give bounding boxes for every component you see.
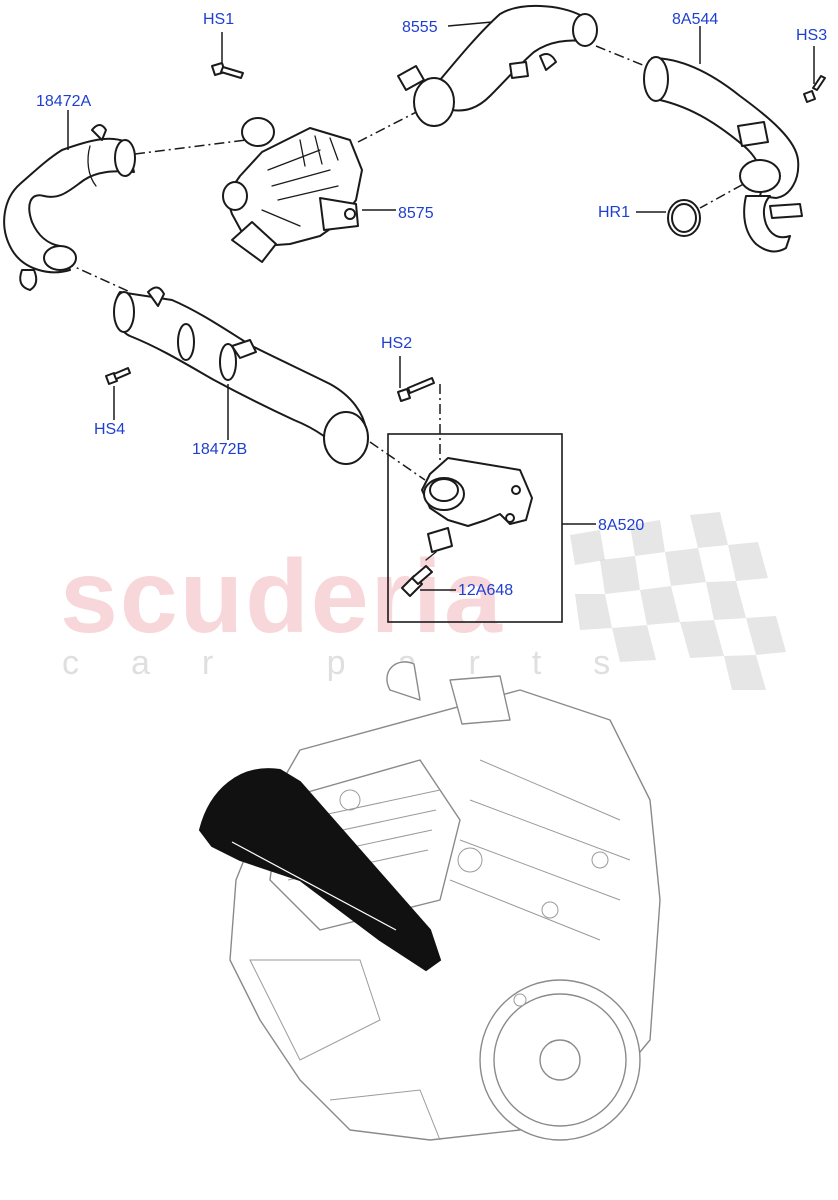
pipe-8555 bbox=[397, 5, 598, 127]
pipe-8a544 bbox=[643, 56, 803, 253]
outlet-8a520 bbox=[421, 457, 533, 553]
callout-8575: 8575 bbox=[398, 205, 434, 222]
callout-8a520: 8A520 bbox=[598, 517, 645, 534]
callout-8a544: 8A544 bbox=[672, 11, 719, 28]
callout-hs4: HS4 bbox=[94, 421, 126, 438]
bolt-hs4 bbox=[105, 367, 131, 385]
callout-hs2: HS2 bbox=[381, 335, 413, 352]
bolt-hs1 bbox=[211, 62, 244, 79]
callout-18472a: 18472A bbox=[36, 93, 92, 110]
thermostat-housing-8575 bbox=[222, 117, 363, 263]
hose-18472b bbox=[113, 286, 369, 465]
callout-18472b: 18472B bbox=[192, 441, 248, 458]
bolt-hs3 bbox=[803, 75, 826, 103]
callout-12a648: 12A648 bbox=[458, 582, 514, 599]
callout-leaders bbox=[67, 21, 815, 591]
watermark-tagline: car parts bbox=[62, 644, 663, 682]
hose-18472a bbox=[3, 124, 136, 291]
callout-hr1: HR1 bbox=[598, 204, 631, 221]
watermark-flag-icon bbox=[570, 512, 786, 690]
callout-hs3: HS3 bbox=[796, 27, 828, 44]
engine-illustration bbox=[198, 661, 661, 1141]
assembly-frame-8a520 bbox=[387, 433, 563, 623]
assembly-lines bbox=[63, 45, 761, 481]
bolt-hs2 bbox=[397, 377, 435, 402]
sensor-12a648 bbox=[401, 551, 437, 597]
callout-hs1: HS1 bbox=[203, 11, 235, 28]
oring-hr1 bbox=[667, 199, 701, 237]
callout-8555: 8555 bbox=[402, 19, 438, 36]
